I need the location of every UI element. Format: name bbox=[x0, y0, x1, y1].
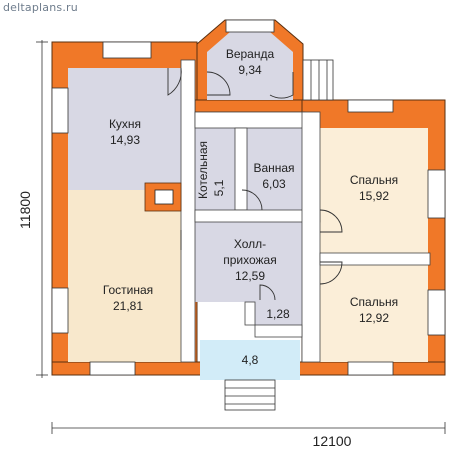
doors bbox=[167, 67, 343, 301]
height-dimension: 11800 bbox=[17, 191, 33, 229]
veranda-floor bbox=[207, 32, 293, 100]
interior-walls bbox=[180, 59, 431, 363]
kitchen-floor bbox=[68, 68, 181, 190]
dimension-lines bbox=[36, 40, 446, 434]
boiler-name: Котельная bbox=[196, 141, 210, 199]
bathroom-area: 6,03 bbox=[262, 177, 286, 191]
boiler-area: 5,1 bbox=[212, 179, 226, 196]
bathroom-name: Ванная bbox=[253, 161, 294, 175]
living-name: Гостиная bbox=[103, 283, 153, 297]
bedroom2-floor bbox=[320, 265, 428, 362]
bedroom2-area: 12,92 bbox=[359, 311, 389, 325]
veranda-area: 9,34 bbox=[238, 63, 262, 77]
hall-area: 12,59 bbox=[235, 269, 265, 283]
porch-floor bbox=[200, 340, 300, 380]
site-watermark: deltaplans.ru bbox=[3, 1, 78, 14]
closet-area: 1,28 bbox=[266, 307, 290, 321]
living-area: 21,81 bbox=[113, 299, 143, 313]
bedroom1-area: 15,92 bbox=[359, 189, 389, 203]
kitchen-name: Кухня bbox=[109, 117, 141, 131]
porch-area: 4,8 bbox=[242, 353, 259, 367]
windows bbox=[51, 19, 446, 376]
stove bbox=[144, 182, 182, 212]
hall-name-line2: прихожая bbox=[223, 253, 276, 267]
veranda-stairs bbox=[302, 59, 334, 101]
living-floor bbox=[68, 190, 181, 362]
width-dimension: 12100 bbox=[313, 433, 352, 449]
bedroom2-name: Спальня bbox=[350, 295, 398, 309]
hall-name-line1: Холл- bbox=[234, 237, 266, 251]
kitchen-area: 14,93 bbox=[110, 133, 140, 147]
hall-floor bbox=[195, 222, 320, 302]
front-stairs bbox=[224, 379, 276, 411]
veranda-name: Веранда bbox=[226, 47, 275, 61]
boiler-floor bbox=[195, 128, 235, 210]
closet-floor bbox=[255, 302, 302, 325]
bedroom1-name: Спальня bbox=[350, 173, 398, 187]
